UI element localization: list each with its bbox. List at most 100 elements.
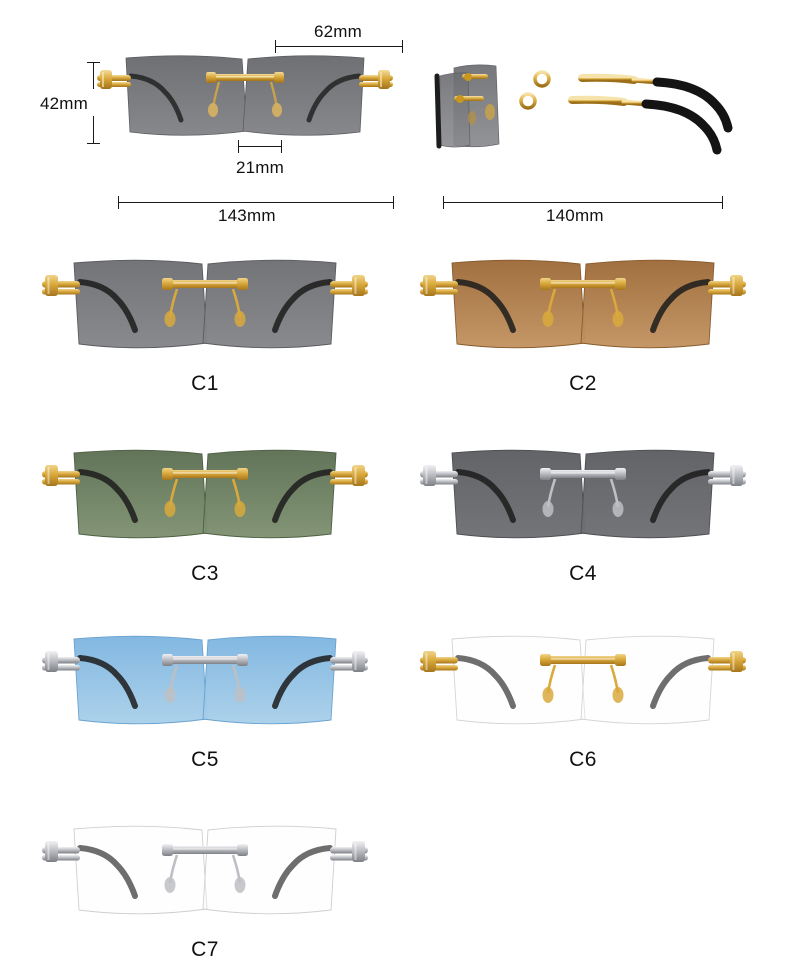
nose-pad-left — [164, 501, 176, 517]
variant-c7[interactable]: C7 — [40, 818, 370, 974]
variant-label-c4: C4 — [569, 562, 597, 585]
bridge-bar — [170, 846, 240, 854]
bridge-post-right — [237, 278, 248, 290]
upper-temple-taper — [578, 73, 638, 84]
bridge-post-right — [615, 654, 626, 666]
nose-pad-left — [164, 877, 176, 893]
upper-temple-tip — [652, 77, 733, 133]
bridge-post-left — [540, 654, 551, 666]
glasses-c3 — [42, 449, 368, 539]
right-lens — [242, 55, 365, 136]
left-temple-arm — [455, 655, 516, 709]
bridge-bar — [548, 470, 618, 478]
variant-c2[interactable]: C2 — [418, 252, 748, 408]
hinge-right — [708, 651, 746, 672]
right-dark-grey-lens — [580, 449, 715, 539]
dim-cap-start — [275, 40, 276, 53]
left-temple-arm — [77, 469, 138, 523]
side-view-glasses — [432, 46, 742, 161]
right-temple-arm — [272, 655, 333, 709]
variant-c5[interactable]: C5 — [40, 628, 370, 784]
variant-label-c7: C7 — [191, 938, 219, 961]
right-temple-arm — [306, 73, 362, 123]
hinge-right — [359, 70, 393, 89]
glasses-c1 — [42, 259, 368, 349]
lower-temple-taper — [568, 95, 628, 106]
variant-c6[interactable]: C6 — [418, 628, 748, 784]
bridge-highlight — [213, 76, 277, 78]
variant-c4[interactable]: C4 — [418, 442, 748, 598]
nose-pad-left — [164, 687, 176, 703]
nose-pad-side — [485, 104, 495, 120]
right-temple-arm — [272, 279, 333, 333]
variant-c1[interactable]: C1 — [40, 252, 370, 408]
nose-pad-right — [234, 877, 246, 893]
right-clear-lens — [202, 825, 337, 915]
left-temple-arm — [77, 655, 138, 709]
dim-line — [443, 202, 723, 203]
left-lens — [125, 55, 248, 136]
glasses-c4 — [420, 449, 746, 539]
lens-edge-shadow — [434, 73, 442, 149]
nose-pad-left — [164, 311, 176, 327]
variant-label-c5: C5 — [191, 748, 219, 771]
front-view-glasses — [95, 48, 395, 158]
glasses-c7 — [42, 825, 368, 915]
glasses-c6 — [420, 635, 746, 725]
dim-cap-start — [118, 196, 119, 209]
right-brown-lens — [580, 259, 715, 349]
right-blue-lens — [202, 635, 337, 725]
bridge-post-left — [206, 72, 216, 83]
glasses-c2 — [420, 259, 746, 349]
glasses-c5 — [42, 635, 368, 725]
hinge-left — [420, 275, 458, 296]
dim-cap-end — [393, 196, 394, 209]
left-temple-arm — [77, 845, 138, 899]
dim-line-upper — [93, 62, 94, 89]
bridge-bar — [170, 656, 240, 664]
left-green-lens — [73, 449, 208, 539]
hinge-right — [330, 841, 368, 862]
right-temple-arm — [650, 469, 711, 523]
bridge-post-left — [162, 654, 173, 666]
left-blue-lens — [73, 635, 208, 725]
hinge-right — [708, 275, 746, 296]
left-clear-lens — [451, 635, 586, 725]
bridge-post-left — [162, 844, 173, 856]
nose-pad-right — [234, 311, 246, 327]
hinge-screw-lower — [456, 95, 464, 103]
hinge-right — [330, 651, 368, 672]
front-view-svg — [97, 55, 393, 136]
variant-c3[interactable]: C3 — [40, 442, 370, 598]
nose-pad-side-2 — [468, 111, 476, 125]
hinge-left — [42, 651, 80, 672]
left-temple-arm — [455, 279, 516, 333]
dim-cap-start — [238, 140, 239, 153]
hinge-left — [420, 465, 458, 486]
right-temple-arm — [272, 845, 333, 899]
dim-line — [275, 46, 403, 47]
left-brown-lens — [451, 259, 586, 349]
upper-hinge-ring — [533, 70, 551, 88]
variant-label-c3: C3 — [191, 562, 219, 585]
dim-cap-end — [281, 140, 282, 153]
right-temple-arm — [272, 469, 333, 523]
bridge-highlight — [548, 472, 618, 474]
variant-label-c2: C2 — [569, 372, 597, 395]
bridge-post-left — [540, 468, 551, 480]
right-temple-arm — [650, 655, 711, 709]
nose-pad-left — [542, 501, 554, 517]
dim-cap-end — [87, 143, 100, 144]
hinge-right — [330, 465, 368, 486]
bridge-bar — [548, 656, 618, 664]
variant-label-c6: C6 — [569, 748, 597, 771]
bridge-post-left — [162, 468, 173, 480]
bridge-post-right — [615, 278, 626, 290]
nose-pad-right — [612, 311, 624, 327]
bridge-post-right — [237, 844, 248, 856]
nose-pad-right — [612, 501, 624, 517]
nose-pad-left — [542, 311, 554, 327]
bridge-post-right — [237, 654, 248, 666]
hinge-screw-upper — [464, 73, 472, 81]
